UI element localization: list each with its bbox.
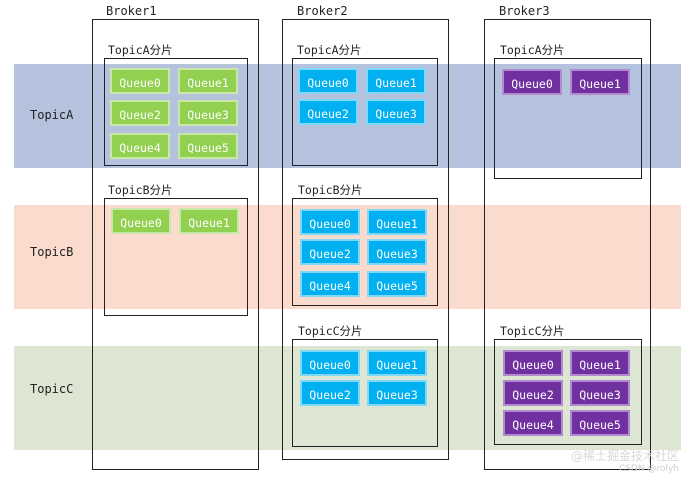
queue-item: Queue2 (503, 380, 563, 406)
b2-topicC-group: Queue0 Queue1 Queue2 Queue3 (292, 339, 438, 447)
broker-1-box (92, 19, 259, 470)
queue-item: Queue1 (570, 350, 630, 376)
queue-item: Queue5 (570, 410, 630, 436)
b3-topicA-group: Queue0 Queue1 (494, 58, 642, 179)
broker-3-box (484, 19, 651, 470)
b1-topicA-title: TopicA分片 (108, 43, 173, 57)
topic-label-a: TopicA (30, 108, 74, 122)
queue-item: Queue0 (110, 68, 170, 94)
broker-2-box (282, 19, 449, 460)
watermark-small-text: CSDN @rolyh (618, 464, 679, 474)
b3-topicC-group: Queue0 Queue1 Queue2 Queue3 Queue4 Queue… (494, 339, 642, 445)
queue-item: Queue0 (298, 68, 358, 94)
queue-item: Queue4 (110, 133, 170, 159)
b3-topicC-title: TopicC分片 (500, 324, 565, 338)
queue-item: Queue5 (367, 271, 427, 297)
queue-item: Queue0 (111, 208, 171, 234)
b2-topicC-title: TopicC分片 (298, 324, 363, 338)
broker-1-title: Broker1 (106, 4, 157, 18)
b1-topicB-title: TopicB分片 (108, 183, 173, 197)
broker-2-title: Broker2 (297, 4, 348, 18)
queue-item: Queue3 (367, 380, 427, 406)
queue-item: Queue3 (178, 100, 238, 126)
queue-item: Queue1 (179, 208, 239, 234)
b2-topicA-title: TopicA分片 (297, 43, 362, 57)
queue-item: Queue2 (300, 239, 360, 265)
topic-label-c: TopicC (30, 382, 74, 396)
queue-item: Queue3 (367, 239, 427, 265)
queue-item: Queue3 (366, 99, 426, 125)
b2-topicB-group: Queue0 Queue1 Queue2 Queue3 Queue4 Queue… (292, 198, 438, 306)
queue-item: Queue1 (367, 209, 427, 235)
broker-3-title: Broker3 (499, 4, 550, 18)
b2-topicA-group: Queue0 Queue1 Queue2 Queue3 (292, 58, 438, 166)
queue-item: Queue0 (300, 350, 360, 376)
queue-item: Queue0 (502, 69, 562, 95)
queue-item: Queue3 (570, 380, 630, 406)
queue-item: Queue5 (178, 133, 238, 159)
queue-item: Queue4 (300, 271, 360, 297)
queue-item: Queue1 (570, 69, 630, 95)
b2-topicB-title: TopicB分片 (298, 183, 363, 197)
b1-topicA-group: Queue0 Queue1 Queue2 Queue3 Queue4 Queue… (104, 58, 248, 166)
b3-topicA-title: TopicA分片 (500, 43, 565, 57)
watermark-text: @稀土掘金技术社区 (570, 449, 679, 463)
queue-item: Queue0 (300, 209, 360, 235)
queue-item: Queue0 (503, 350, 563, 376)
queue-item: Queue2 (298, 99, 358, 125)
queue-item: Queue4 (503, 410, 563, 436)
b1-topicB-group: Queue0 Queue1 (104, 198, 248, 316)
queue-item: Queue1 (366, 68, 426, 94)
queue-item: Queue2 (300, 380, 360, 406)
queue-item: Queue1 (367, 350, 427, 376)
topic-label-b: TopicB (30, 245, 74, 259)
queue-item: Queue1 (178, 68, 238, 94)
queue-item: Queue2 (110, 100, 170, 126)
